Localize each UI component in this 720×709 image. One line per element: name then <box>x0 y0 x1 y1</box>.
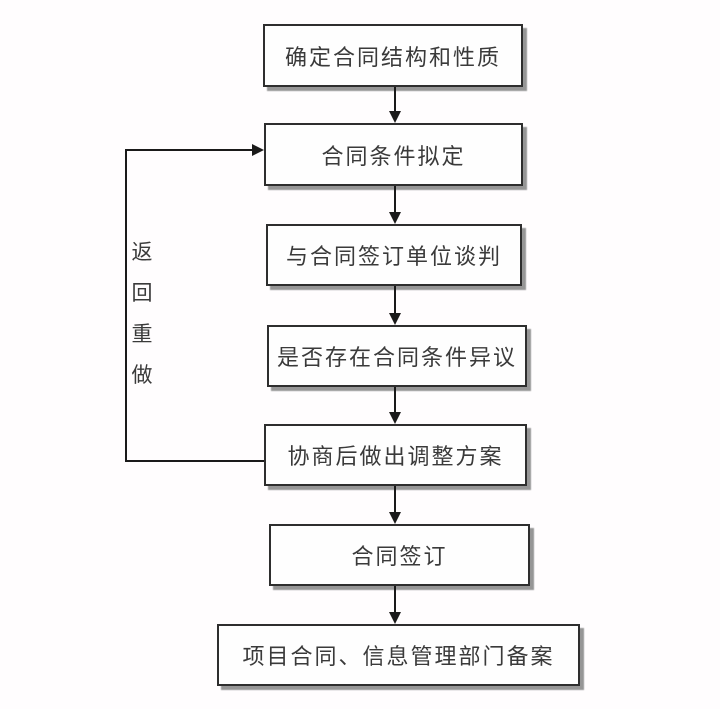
flow-node-adjustment-plan: 协商后做出调整方案 <box>264 424 527 486</box>
connector-line <box>394 486 396 512</box>
feedback-label-char: 做 <box>131 363 153 387</box>
arrowhead-down-icon <box>389 512 401 524</box>
flow-node-filing: 项目合同、信息管理部门备案 <box>217 624 580 686</box>
flow-node-determine-structure: 确定合同结构和性质 <box>263 24 523 87</box>
flow-node-label: 项目合同、信息管理部门备案 <box>242 644 555 669</box>
arrowhead-down-icon <box>389 111 401 123</box>
connector-line <box>394 186 396 212</box>
feedback-line-vertical <box>125 149 127 462</box>
arrowhead-down-icon <box>389 313 401 325</box>
flow-node-label: 与合同签订单位谈判 <box>285 244 502 269</box>
feedback-label: 返 回 重 做 <box>128 236 156 389</box>
feedback-line-bottom <box>125 460 264 462</box>
feedback-label-char: 重 <box>131 322 153 346</box>
flow-node-label: 是否存在合同条件异议 <box>276 345 517 370</box>
feedback-line-top <box>125 149 253 151</box>
flow-node-label: 协商后做出调整方案 <box>287 444 504 469</box>
feedback-label-char: 回 <box>131 281 153 305</box>
arrowhead-down-icon <box>389 412 401 424</box>
flow-node-draft-conditions: 合同条件拟定 <box>264 123 523 186</box>
connector-line <box>394 586 396 612</box>
flow-node-sign-contract: 合同签订 <box>269 524 530 586</box>
flow-node-label: 合同签订 <box>351 544 448 569</box>
feedback-label-char: 返 <box>131 240 153 264</box>
arrowhead-right-icon <box>252 144 264 156</box>
connector-line <box>394 286 396 313</box>
connector-line <box>394 87 396 112</box>
arrowhead-down-icon <box>389 212 401 224</box>
flow-node-label: 确定合同结构和性质 <box>284 44 501 70</box>
flow-node-negotiate: 与合同签订单位谈判 <box>266 224 522 286</box>
connector-line <box>394 387 396 412</box>
arrowhead-down-icon <box>389 612 401 624</box>
flow-node-objection-check: 是否存在合同条件异议 <box>267 325 527 387</box>
flow-node-label: 合同条件拟定 <box>321 143 466 169</box>
